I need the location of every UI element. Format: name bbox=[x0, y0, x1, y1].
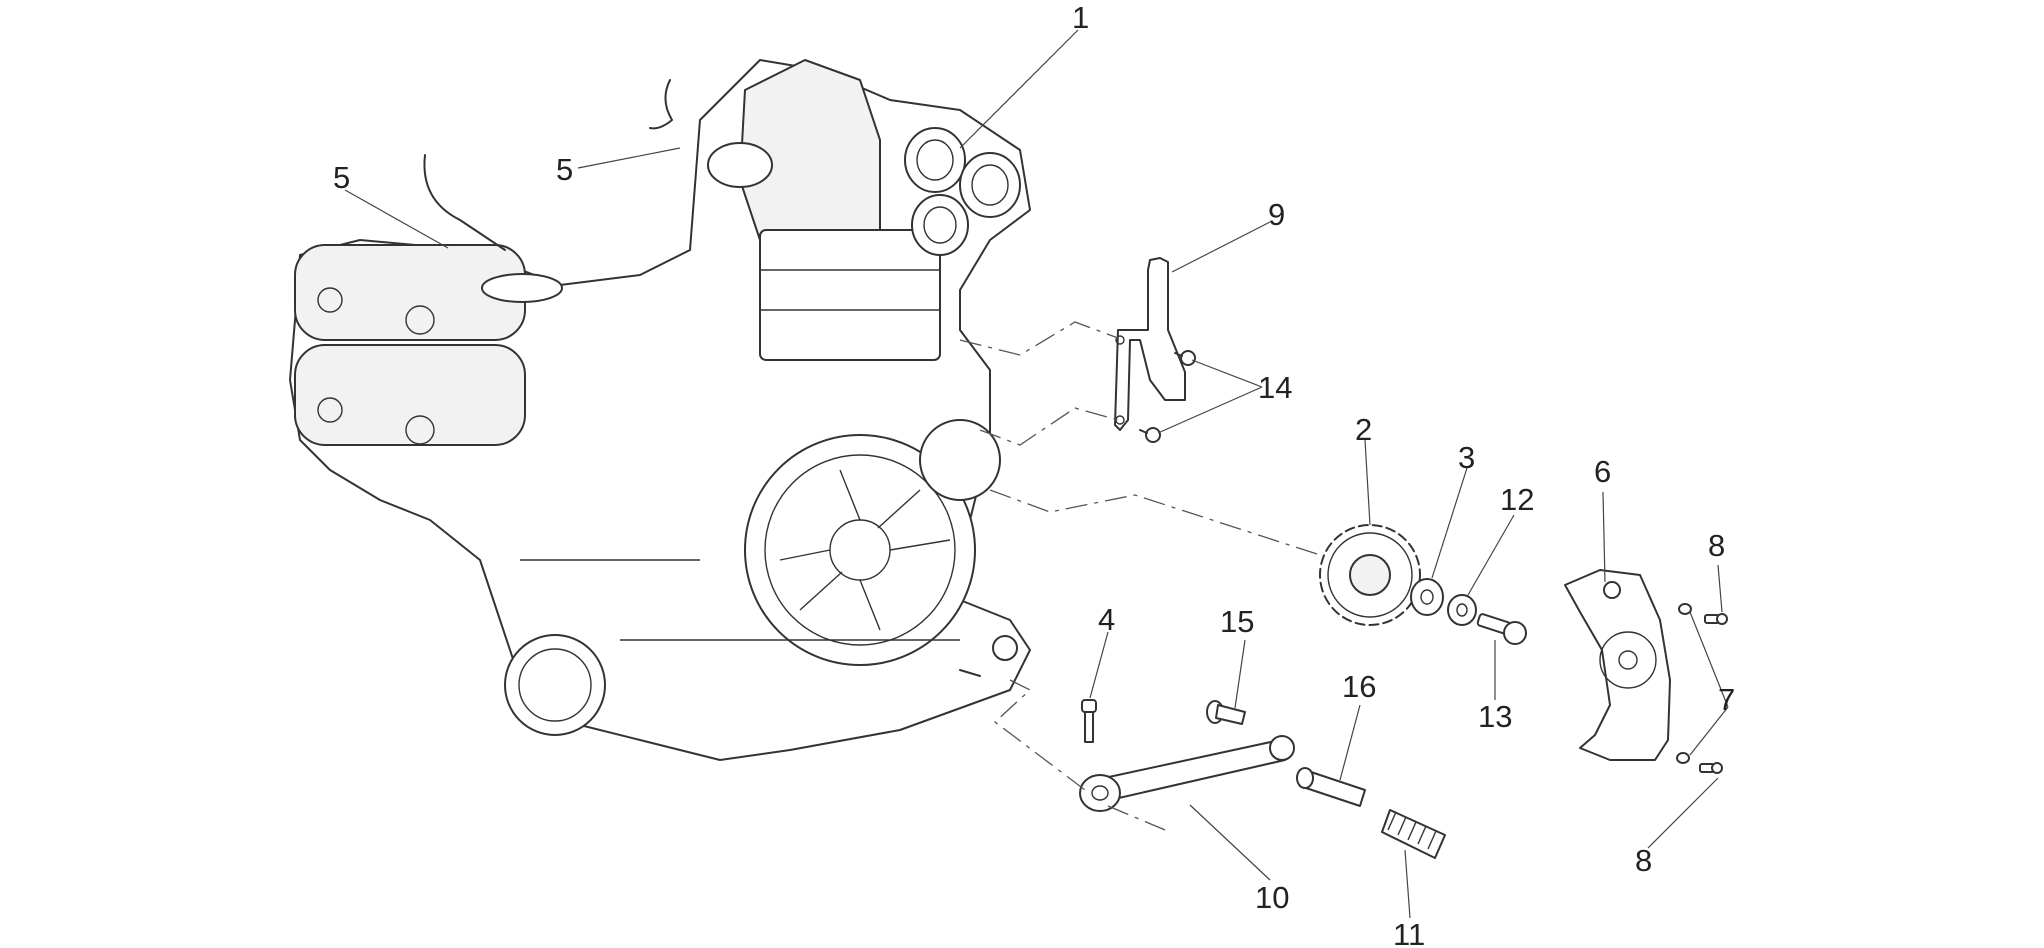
callout-2: 2 bbox=[1355, 412, 1372, 447]
washers-part-7 bbox=[1676, 603, 1692, 764]
sprocket-cover-part-6 bbox=[1564, 569, 1671, 761]
callout-4: 4 bbox=[1098, 602, 1115, 637]
bolts-part-14 bbox=[1139, 350, 1196, 443]
assembly-lines bbox=[959, 321, 1321, 833]
screws-part-8 bbox=[1699, 613, 1728, 774]
callout-3: 3 bbox=[1458, 440, 1475, 475]
sprocket-part-2 bbox=[1319, 524, 1421, 626]
callout-15: 15 bbox=[1220, 604, 1254, 639]
callout-9: 9 bbox=[1268, 197, 1285, 232]
gear-lever-part-10 bbox=[1079, 735, 1295, 812]
callout-5-top: 5 bbox=[556, 152, 573, 187]
bolt-part-13 bbox=[1476, 613, 1527, 645]
callout-13: 13 bbox=[1478, 699, 1512, 734]
callout-5-left: 5 bbox=[333, 160, 350, 195]
rubber-peg-part-11 bbox=[1381, 809, 1446, 859]
washer-part-3 bbox=[1410, 578, 1444, 616]
callout-16: 16 bbox=[1342, 669, 1376, 704]
bolt-part-4 bbox=[1081, 699, 1097, 743]
bracket-part-9 bbox=[1114, 257, 1186, 431]
peg-shaft-part-16 bbox=[1296, 767, 1366, 807]
pivot-bolt-part-15 bbox=[1206, 700, 1246, 725]
callout-12: 12 bbox=[1500, 482, 1534, 517]
callout-11: 11 bbox=[1393, 917, 1425, 948]
washer-part-12 bbox=[1447, 594, 1477, 626]
callout-8-top: 8 bbox=[1708, 528, 1725, 563]
leader-lines bbox=[344, 29, 1729, 919]
callout-7: 7 bbox=[1718, 682, 1735, 717]
callout-labels: 1 5 5 9 14 2 3 12 6 8 7 8 13 4 15 16 10 … bbox=[333, 0, 1735, 948]
callout-8-bottom: 8 bbox=[1635, 843, 1652, 878]
callout-6: 6 bbox=[1594, 454, 1611, 489]
callout-1: 1 bbox=[1072, 0, 1089, 35]
callout-14: 14 bbox=[1258, 370, 1292, 405]
engine-assembly bbox=[289, 59, 1031, 761]
callout-10: 10 bbox=[1255, 880, 1289, 915]
